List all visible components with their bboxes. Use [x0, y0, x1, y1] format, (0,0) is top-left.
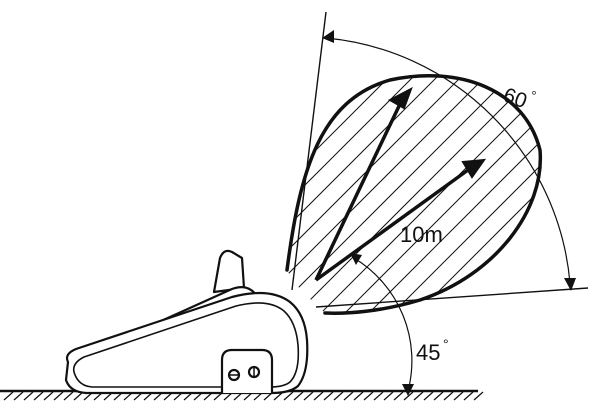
lobe-hatch-line — [0, 70, 60, 330]
lobe-hatch-line — [287, 75, 301, 314]
ground-hatch-line — [303, 391, 314, 401]
ground-hatch-line — [463, 391, 474, 401]
range-label: 10m — [400, 222, 443, 247]
ground-hatch-line — [363, 391, 374, 401]
ground-hatch-line — [403, 391, 414, 401]
ground-hatch-line — [373, 391, 384, 401]
lobe-hatch-line — [287, 75, 325, 314]
lobe-hatch-line — [287, 75, 493, 314]
lobe-hatch-line — [399, 75, 541, 314]
lobe-hatch-line — [0, 70, 108, 330]
lobe-hatch-line — [375, 75, 541, 314]
lobe-hatch-line — [287, 75, 517, 314]
ground-hatch-line — [453, 391, 464, 401]
lobe-hatch-line — [287, 75, 397, 314]
ground-hatch-line — [313, 391, 324, 401]
beam-angle-value: 60 — [500, 84, 530, 114]
tilt-angle-arc — [350, 253, 414, 396]
ground-hatch-line — [393, 391, 404, 401]
beam-degree-symbol: ° — [528, 87, 538, 103]
ground-hatch-line — [433, 391, 444, 401]
lobe-hatch-line — [327, 75, 541, 314]
lobe-hatch-line — [287, 75, 445, 314]
lobe-hatch-line — [287, 75, 421, 314]
tilt-angle-value: 45 — [416, 340, 440, 365]
lobe-hatch-line — [287, 75, 541, 314]
ground-hatch-line — [43, 391, 54, 401]
ground-hatch-line — [63, 391, 74, 401]
arrow-head-upper — [387, 86, 413, 110]
range-arrows — [314, 86, 487, 282]
ground-hatch-line — [53, 391, 64, 401]
ground-hatch-line — [443, 391, 454, 401]
lobe-hatch-line — [592, 70, 601, 330]
ground-hatch-line — [383, 391, 394, 401]
lobe-hatch-line — [447, 75, 541, 314]
lobe-hatch-line — [0, 70, 204, 330]
ground-hatch-line — [3, 391, 14, 401]
ground-hatch-line — [353, 391, 364, 401]
ground-hatch-line — [473, 391, 484, 401]
ground-hatch-line — [343, 391, 354, 401]
lobe-hatch-line — [568, 70, 601, 330]
lobe-hatch-line — [0, 70, 132, 330]
lobe-hatch-line — [287, 75, 469, 314]
ground-hatch-line — [23, 391, 34, 401]
lobe-hatch-line — [0, 70, 84, 330]
arrow-head-lower — [461, 158, 487, 179]
ground-hatch-line — [423, 391, 434, 401]
beam-angle-label: 60 ° — [500, 84, 538, 114]
lobe-hatch-line — [0, 70, 156, 330]
beam-boundaries — [291, 11, 589, 308]
tilt-angle-label: 45 ° — [416, 336, 449, 365]
remote-control-device-icon — [64, 249, 309, 395]
lobe-hatch-line — [351, 75, 541, 314]
lobe-hatch-line — [0, 70, 228, 330]
ground-hatch-line — [293, 391, 304, 401]
lobe-hatch-line — [0, 70, 180, 330]
ground-hatch-line — [333, 391, 344, 401]
ground-hatch-line — [33, 391, 44, 401]
ground-hatch-line — [13, 391, 24, 401]
ground-hatch-line — [323, 391, 334, 401]
ground-hatch-line — [283, 391, 294, 401]
tilt-degree-symbol: ° — [443, 336, 449, 352]
ground-hatch-line — [413, 391, 424, 401]
beam-angle-arc — [322, 30, 576, 291]
